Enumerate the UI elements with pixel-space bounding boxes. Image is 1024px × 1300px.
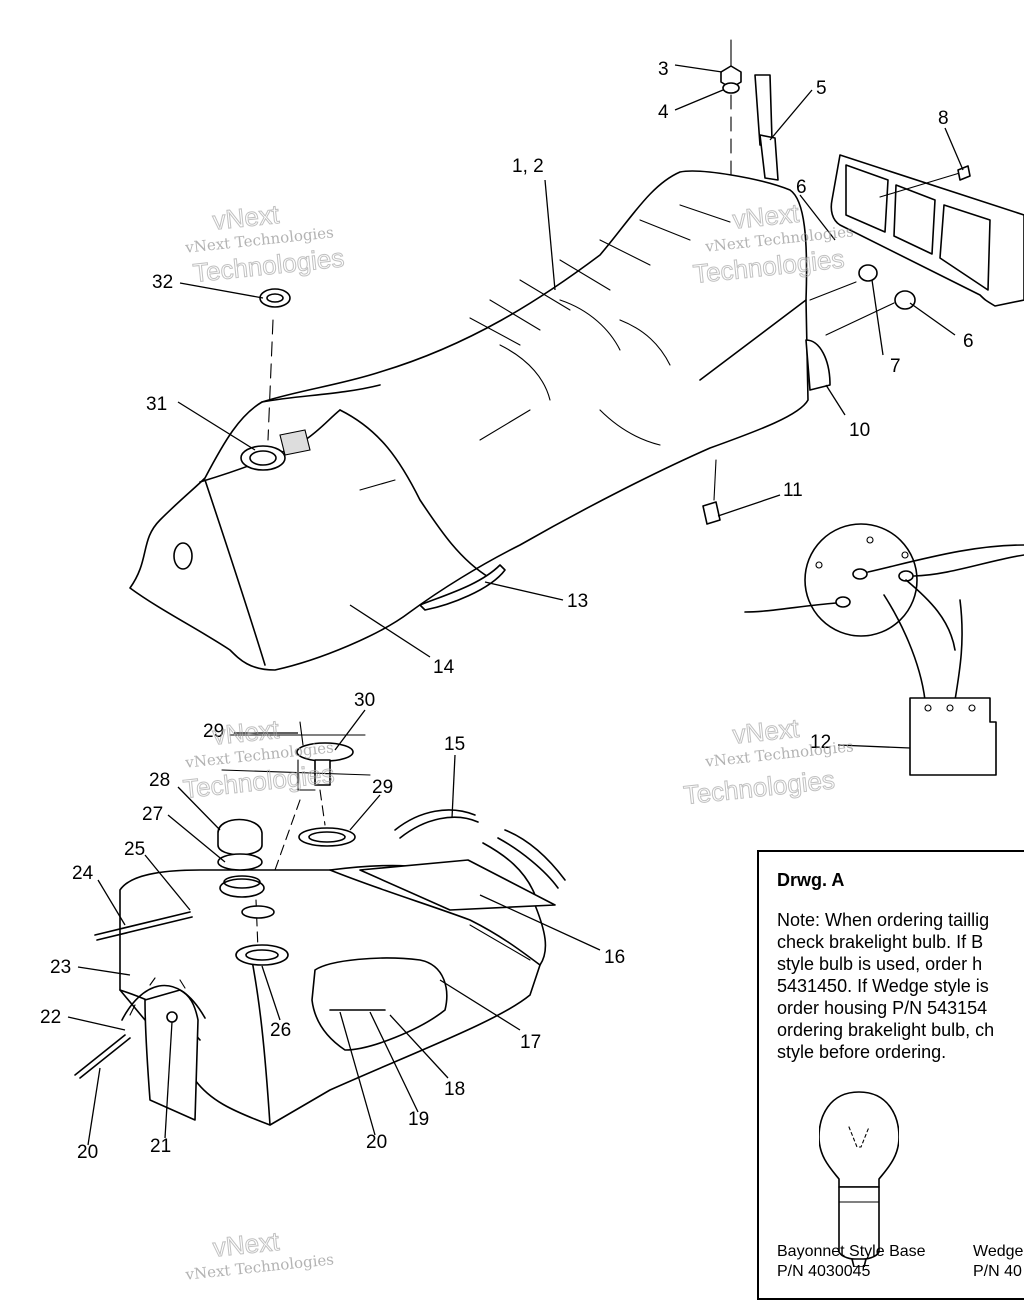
bayonet-style-label: Bayonnet Style Base — [777, 1243, 926, 1260]
callout-21: 21 — [150, 1136, 171, 1157]
callout-20a: 20 — [77, 1142, 98, 1163]
callout-15: 15 — [444, 734, 465, 755]
fuel-tank-assembly — [74, 721, 566, 1126]
callout-31: 31 — [146, 394, 167, 415]
drawing-a-note: Drwg. A Note: When ordering taillig chec… — [757, 850, 1024, 1300]
wedge-style-label: Wedge — [973, 1243, 1024, 1260]
callout-13: 13 — [567, 591, 588, 612]
callout-17: 17 — [520, 1032, 541, 1053]
callout-30: 30 — [354, 690, 375, 711]
callout-12: 12 — [810, 732, 831, 753]
watermark-mid-right: vNext vNext Technologies Technologies — [682, 712, 855, 810]
callout-1-2: 1, 2 — [512, 156, 544, 177]
callout-32: 32 — [152, 272, 173, 293]
bayonet-part-number: P/N 4030045 — [777, 1263, 871, 1280]
watermark-top-right: vNext vNext Technologies Technologies — [691, 197, 854, 289]
note-title: Drwg. A — [777, 870, 845, 890]
callout-16: 16 — [604, 947, 625, 968]
svg-text:Technologies: Technologies — [682, 764, 836, 810]
callout-4: 4 — [658, 102, 669, 123]
callout-29a: 29 — [203, 721, 224, 742]
callout-20b: 20 — [366, 1132, 387, 1153]
callout-27: 27 — [142, 804, 163, 825]
leader-lines — [67, 64, 964, 1146]
taillight-hardware — [720, 39, 1024, 336]
callout-18: 18 — [444, 1079, 465, 1100]
callout-26: 26 — [270, 1020, 291, 1041]
callout-14: 14 — [433, 657, 455, 678]
callout-25: 25 — [124, 839, 145, 860]
callout-19: 19 — [408, 1109, 429, 1130]
watermark-top-left: vNext vNext Technologies Technologies — [183, 198, 346, 288]
callout-labels: 1, 2 3 4 5 6 6 7 8 10 11 12 13 14 15 16 … — [40, 59, 974, 1163]
callout-7: 7 — [890, 356, 901, 377]
callout-6b: 6 — [963, 331, 974, 352]
wiring-harness — [744, 523, 1024, 776]
watermark-mid-left: vNext vNext Technologies Technologies — [181, 713, 336, 804]
seat-assembly — [129, 170, 831, 671]
wedge-part-number: P/N 40 — [973, 1263, 1022, 1280]
callout-5: 5 — [816, 78, 827, 99]
note-text: Note: When ordering taillig check brakel… — [777, 910, 995, 1062]
callout-8: 8 — [938, 108, 949, 129]
callout-6a: 6 — [796, 177, 807, 198]
callout-23: 23 — [50, 957, 71, 978]
callout-11: 11 — [783, 480, 803, 501]
bayonet-bulb-icon — [819, 1091, 899, 1267]
watermark-bottom-left: vNext vNext Technologies — [184, 1225, 335, 1280]
callout-24: 24 — [72, 863, 94, 884]
callout-28: 28 — [149, 770, 170, 791]
callout-29b: 29 — [372, 777, 393, 798]
callout-22: 22 — [40, 1007, 61, 1028]
callout-10: 10 — [849, 420, 870, 441]
callout-3: 3 — [658, 59, 669, 80]
